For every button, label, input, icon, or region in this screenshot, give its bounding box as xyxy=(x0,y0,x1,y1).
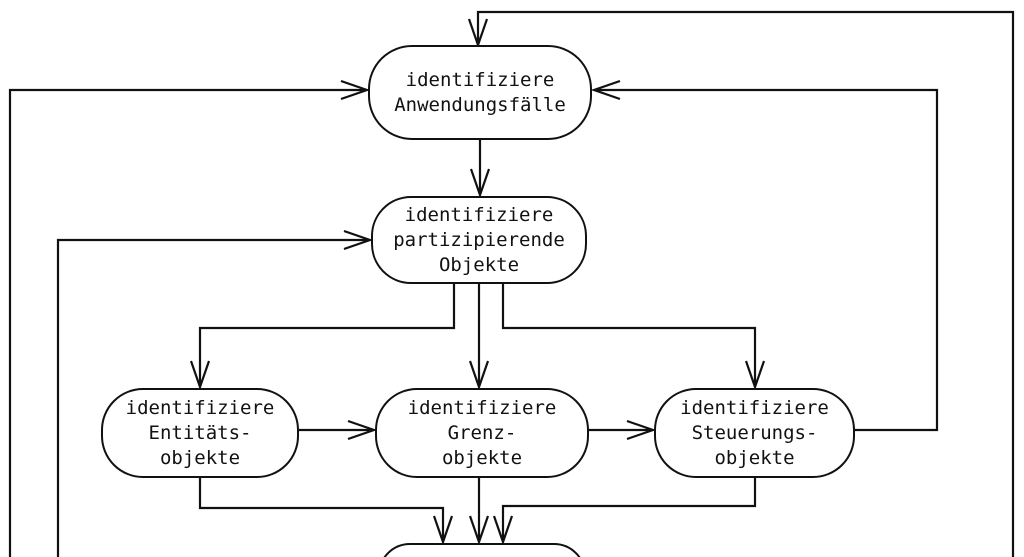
edge-participating-to-boundary xyxy=(468,284,490,391)
node-label-line: Objekte xyxy=(438,253,520,276)
node-label-line: identifiziere xyxy=(407,396,557,419)
node-identify-boundary-objects: identifiziere Grenz- objekte xyxy=(375,388,589,478)
node-label-line: objekte xyxy=(441,446,523,469)
node-label-line: Steuerungs- xyxy=(691,421,818,444)
node-label-line: identifiziere xyxy=(125,396,275,419)
node-identify-use-cases: identifiziere Anwendungsfälle xyxy=(368,45,592,140)
edge-boundary-to-control xyxy=(589,419,657,441)
node-label-line: objekte xyxy=(159,446,241,469)
edge-control-to-use-cases xyxy=(590,79,939,432)
node-label-line: partizipierende xyxy=(393,228,565,251)
edge-boundary-to-bottom xyxy=(468,478,490,546)
node-label-line: identifiziere xyxy=(405,68,555,91)
node-label-line: Anwendungsfälle xyxy=(394,93,566,116)
node-label-line: identifiziere xyxy=(680,396,829,419)
edge-participating-to-entity xyxy=(189,284,456,391)
node-label-line: Entitäts- xyxy=(148,421,252,444)
node-identify-entity-objects: identifiziere Entitäts- objekte xyxy=(101,388,299,478)
edge-participating-to-control xyxy=(501,284,766,391)
edge-feedback-left-inner xyxy=(56,229,374,557)
edge-entity-to-boundary xyxy=(299,419,378,441)
edge-feedback-left-outer xyxy=(8,79,371,557)
node-label-line: identifiziere xyxy=(404,203,554,226)
node-label-line: Grenz- xyxy=(447,421,517,444)
node-identify-participating-objects: identifiziere partizipierende Objekte xyxy=(371,196,587,284)
edge-control-to-bottom xyxy=(492,478,757,546)
node-label-line: objekte xyxy=(714,446,795,469)
edge-use-cases-to-participating xyxy=(469,138,491,199)
node-identify-control-objects: identifiziere Steuerungs- objekte xyxy=(654,388,855,478)
edge-entity-to-bottom xyxy=(198,478,454,546)
node-partial-cut-off xyxy=(378,543,586,557)
